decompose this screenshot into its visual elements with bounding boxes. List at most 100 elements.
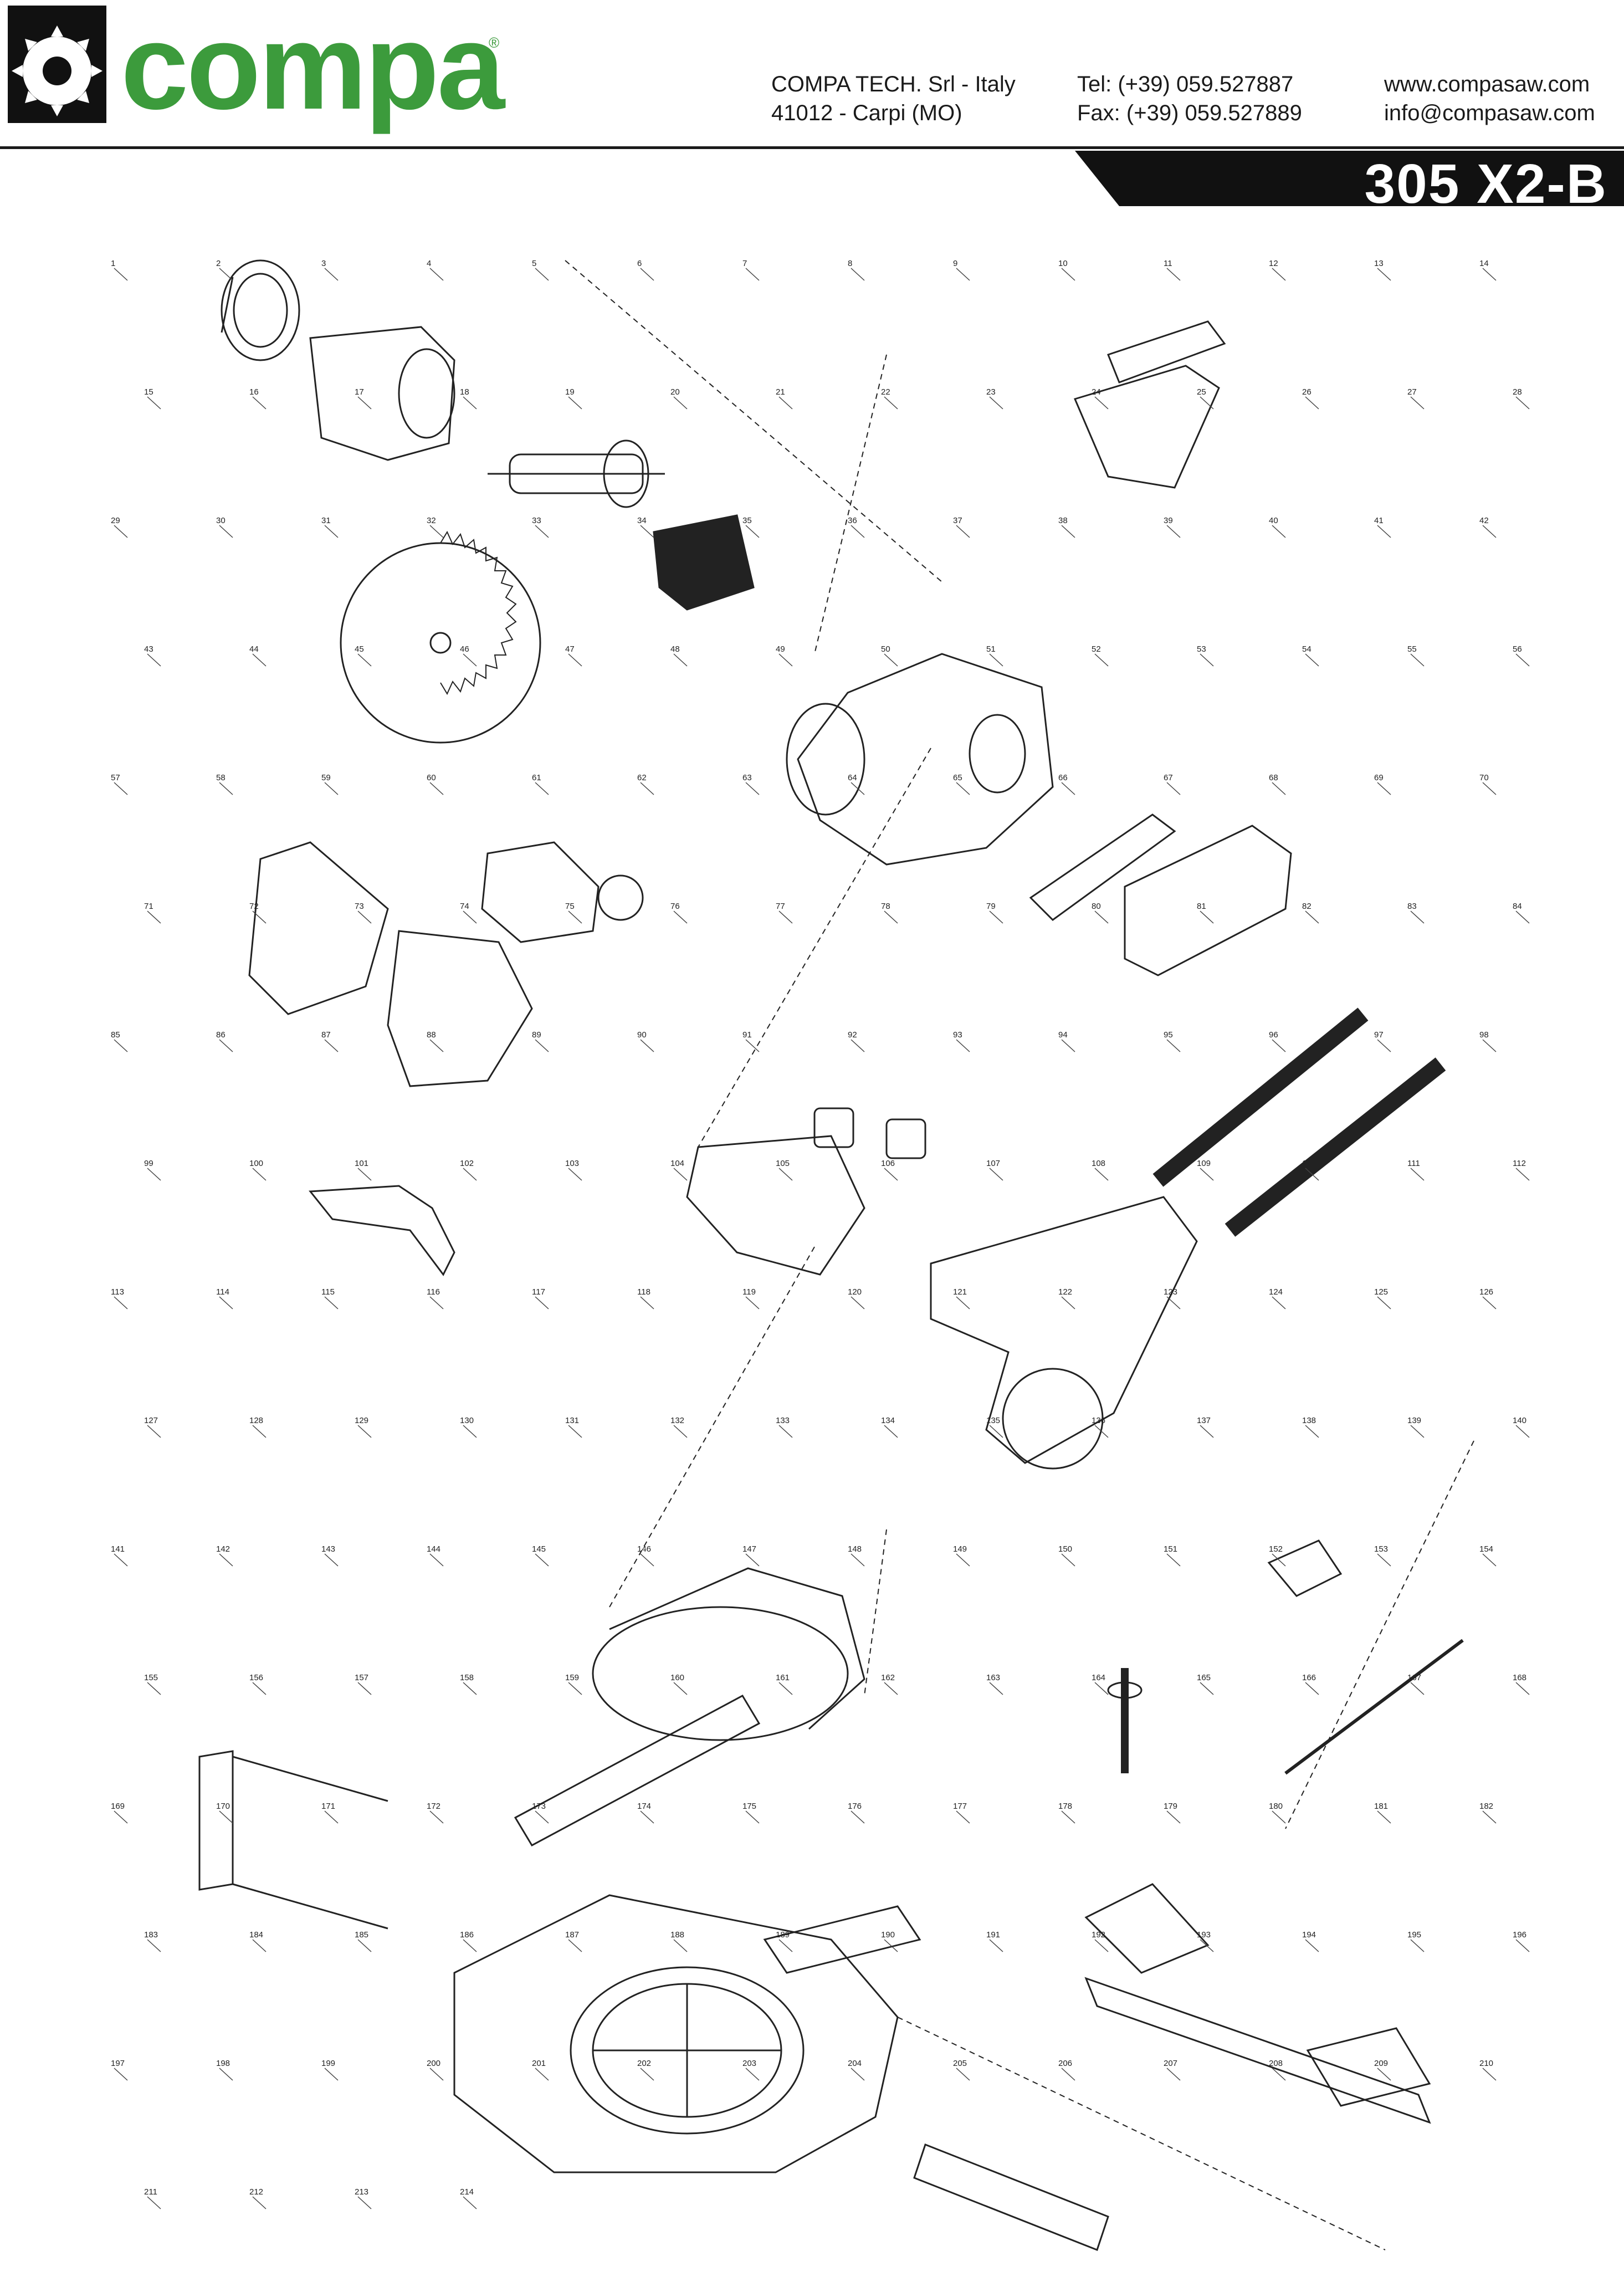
base (453, 1894, 899, 2173)
leader-line (1482, 782, 1497, 795)
part-number-label: 48 (670, 644, 680, 654)
part-number-label: 178 (1058, 1802, 1072, 1811)
leader-line (989, 1939, 1003, 1952)
leader-line (673, 1682, 688, 1695)
leader-line (429, 1553, 444, 1567)
leader-line (1410, 1939, 1425, 1952)
website-link[interactable]: www.compasaw.com (1384, 72, 1590, 96)
leader-line (851, 1553, 865, 1567)
leader-line (1094, 1168, 1109, 1181)
leader-line (429, 1296, 444, 1309)
leader-line (1482, 1553, 1497, 1567)
leader-line (673, 396, 688, 410)
leader-line (673, 1168, 688, 1181)
part-number-label: 7 (742, 259, 747, 268)
leader-line (252, 1168, 267, 1181)
part-number-label: 43 (144, 644, 153, 654)
leader-line (745, 525, 760, 538)
leader-line (535, 1810, 549, 1824)
leader-line (1061, 525, 1075, 538)
part-number-label: 193 (1197, 1930, 1211, 1940)
part-number-label: 73 (355, 902, 364, 911)
leader-line (1482, 1296, 1497, 1309)
leader-line (778, 910, 793, 924)
saw-blade (340, 530, 541, 744)
leader-line (429, 1039, 444, 1052)
leader-line (989, 396, 1003, 410)
part-number-label: 155 (144, 1673, 158, 1682)
part-number-label: 9 (953, 259, 957, 268)
part-number-label: 145 (532, 1544, 546, 1554)
part-number-label: 157 (355, 1673, 368, 1682)
leader-line (429, 525, 444, 538)
leader-line (568, 910, 582, 924)
part-number-label: 203 (742, 2059, 756, 2068)
part-number-label: 206 (1058, 2059, 1072, 2068)
part-number-label: 151 (1164, 1544, 1177, 1554)
part-number-label: 192 (1092, 1930, 1105, 1940)
part-number-label: 143 (321, 1544, 335, 1554)
part-number-label: 52 (1092, 644, 1101, 654)
part-number-label: 198 (216, 2059, 230, 2068)
leader-line (851, 782, 865, 795)
leader-line (147, 910, 161, 924)
leader-line (851, 1810, 865, 1824)
pivot-bracket (930, 1196, 1198, 1470)
leader-line (956, 1039, 970, 1052)
part-number-label: 39 (1164, 516, 1173, 525)
part-number-label: 191 (986, 1930, 1000, 1940)
part-number-label: 210 (1479, 2059, 1493, 2068)
leader-line (219, 2068, 233, 2081)
leader-line (324, 1553, 339, 1567)
part-number-label: 179 (1164, 1802, 1177, 1811)
part-number-label: 138 (1302, 1416, 1316, 1425)
part-number-label: 181 (1374, 1802, 1388, 1811)
part-number-label: 202 (637, 2059, 651, 2068)
part-number-label: 56 (1513, 644, 1522, 654)
part-number-label: 92 (848, 1030, 857, 1040)
leader-line (147, 1425, 161, 1438)
leader-line (1272, 1039, 1286, 1052)
part-number-label: 147 (742, 1544, 756, 1554)
leader-line (1166, 1810, 1181, 1824)
part-number-label: 55 (1407, 644, 1417, 654)
part-number-label: 27 (1407, 387, 1417, 397)
part-number-label: 31 (321, 516, 331, 525)
leader-line (1482, 525, 1497, 538)
part-number-label: 26 (1302, 387, 1312, 397)
leader-line (956, 525, 970, 538)
part-number-label: 149 (953, 1544, 967, 1554)
leader-line (252, 653, 267, 667)
leader-line (324, 782, 339, 795)
leader-line (1515, 910, 1530, 924)
leader-line (357, 396, 372, 410)
leader-line (1515, 1168, 1530, 1181)
leader-line (673, 910, 688, 924)
leader-line (463, 1682, 477, 1695)
leader-line (1200, 653, 1214, 667)
registered-mark: ® (489, 34, 500, 51)
part-number-label: 21 (776, 387, 785, 397)
leader-line (884, 1939, 898, 1952)
leader-line (640, 1296, 654, 1309)
leader-line (956, 1810, 970, 1824)
email-link[interactable]: info@compasaw.com (1384, 101, 1595, 125)
part-number-label: 79 (986, 902, 996, 911)
part-number-label: 174 (637, 1802, 651, 1811)
part-number-label: 77 (776, 902, 785, 911)
part-number-label: 110 (1302, 1159, 1315, 1168)
part-number-label: 34 (637, 516, 647, 525)
part-number-label: 80 (1092, 902, 1101, 911)
part-number-label: 23 (986, 387, 996, 397)
part-number-label: 15 (144, 387, 153, 397)
leader-line (989, 910, 1003, 924)
part-number-label: 11 (1164, 259, 1172, 268)
leader-line (252, 910, 267, 924)
leader-line (1515, 1682, 1530, 1695)
gearbox-housing (786, 653, 1054, 866)
miter-handle (1267, 1539, 1464, 1775)
leader-line (114, 1553, 128, 1567)
part-number-label: 95 (1164, 1030, 1173, 1040)
part-number-label: 63 (742, 773, 752, 782)
part-number-label: 120 (848, 1287, 862, 1297)
